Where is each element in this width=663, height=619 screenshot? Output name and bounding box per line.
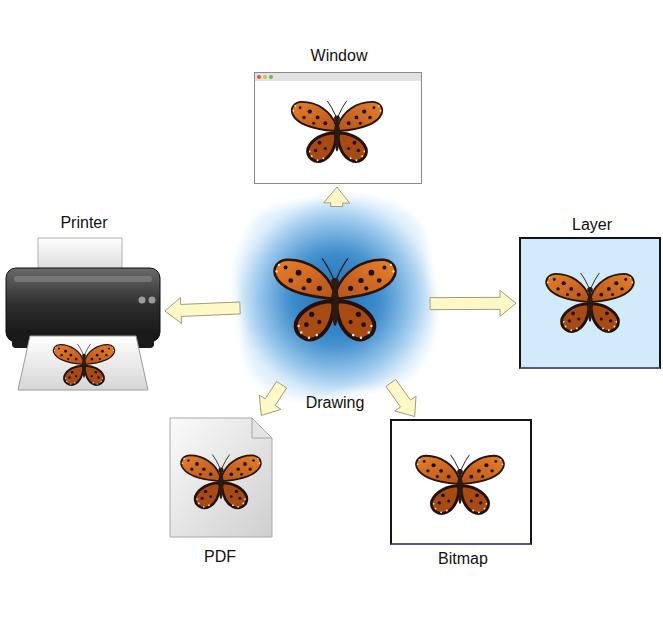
node-label: Window [311, 47, 368, 65]
layer-ground [520, 238, 660, 368]
block-arrow [324, 187, 350, 207]
block-arrow [386, 379, 416, 416]
printer-body [6, 268, 160, 342]
window-button [257, 75, 261, 79]
printer-button [149, 297, 156, 304]
pdf-page [170, 418, 272, 537]
bitmap-ground [391, 420, 531, 544]
window-button [263, 75, 267, 79]
window-node: Window [254, 72, 422, 184]
node-label: Printer [60, 214, 107, 232]
window-title-bar [255, 73, 421, 81]
printer-highlight [14, 276, 152, 282]
butterfly [53, 344, 114, 385]
node-label: Drawing [306, 394, 365, 412]
node-label: Layer [572, 216, 612, 234]
butterfly [416, 455, 504, 514]
pdf-node: PDF [168, 418, 272, 538]
drawing-node: Drawing [237, 198, 433, 410]
node-label: Bitmap [438, 550, 488, 568]
window-body [254, 72, 422, 184]
printer-node: Printer [6, 237, 162, 392]
block-arrow [259, 381, 286, 415]
layer-node: Layer [519, 237, 661, 369]
drawing-cloud [236, 197, 435, 398]
block-arrow [430, 290, 516, 316]
printer-button [139, 297, 146, 304]
node-label: PDF [204, 548, 236, 566]
window-button [269, 75, 273, 79]
block-arrow [165, 297, 240, 323]
pdf-fold [252, 418, 272, 438]
bitmap-node: Bitmap [390, 419, 532, 545]
butterfly [181, 455, 261, 508]
butterfly [292, 101, 382, 161]
butterfly [546, 273, 633, 332]
butterfly [275, 258, 396, 339]
printer-output-paper [18, 336, 148, 390]
